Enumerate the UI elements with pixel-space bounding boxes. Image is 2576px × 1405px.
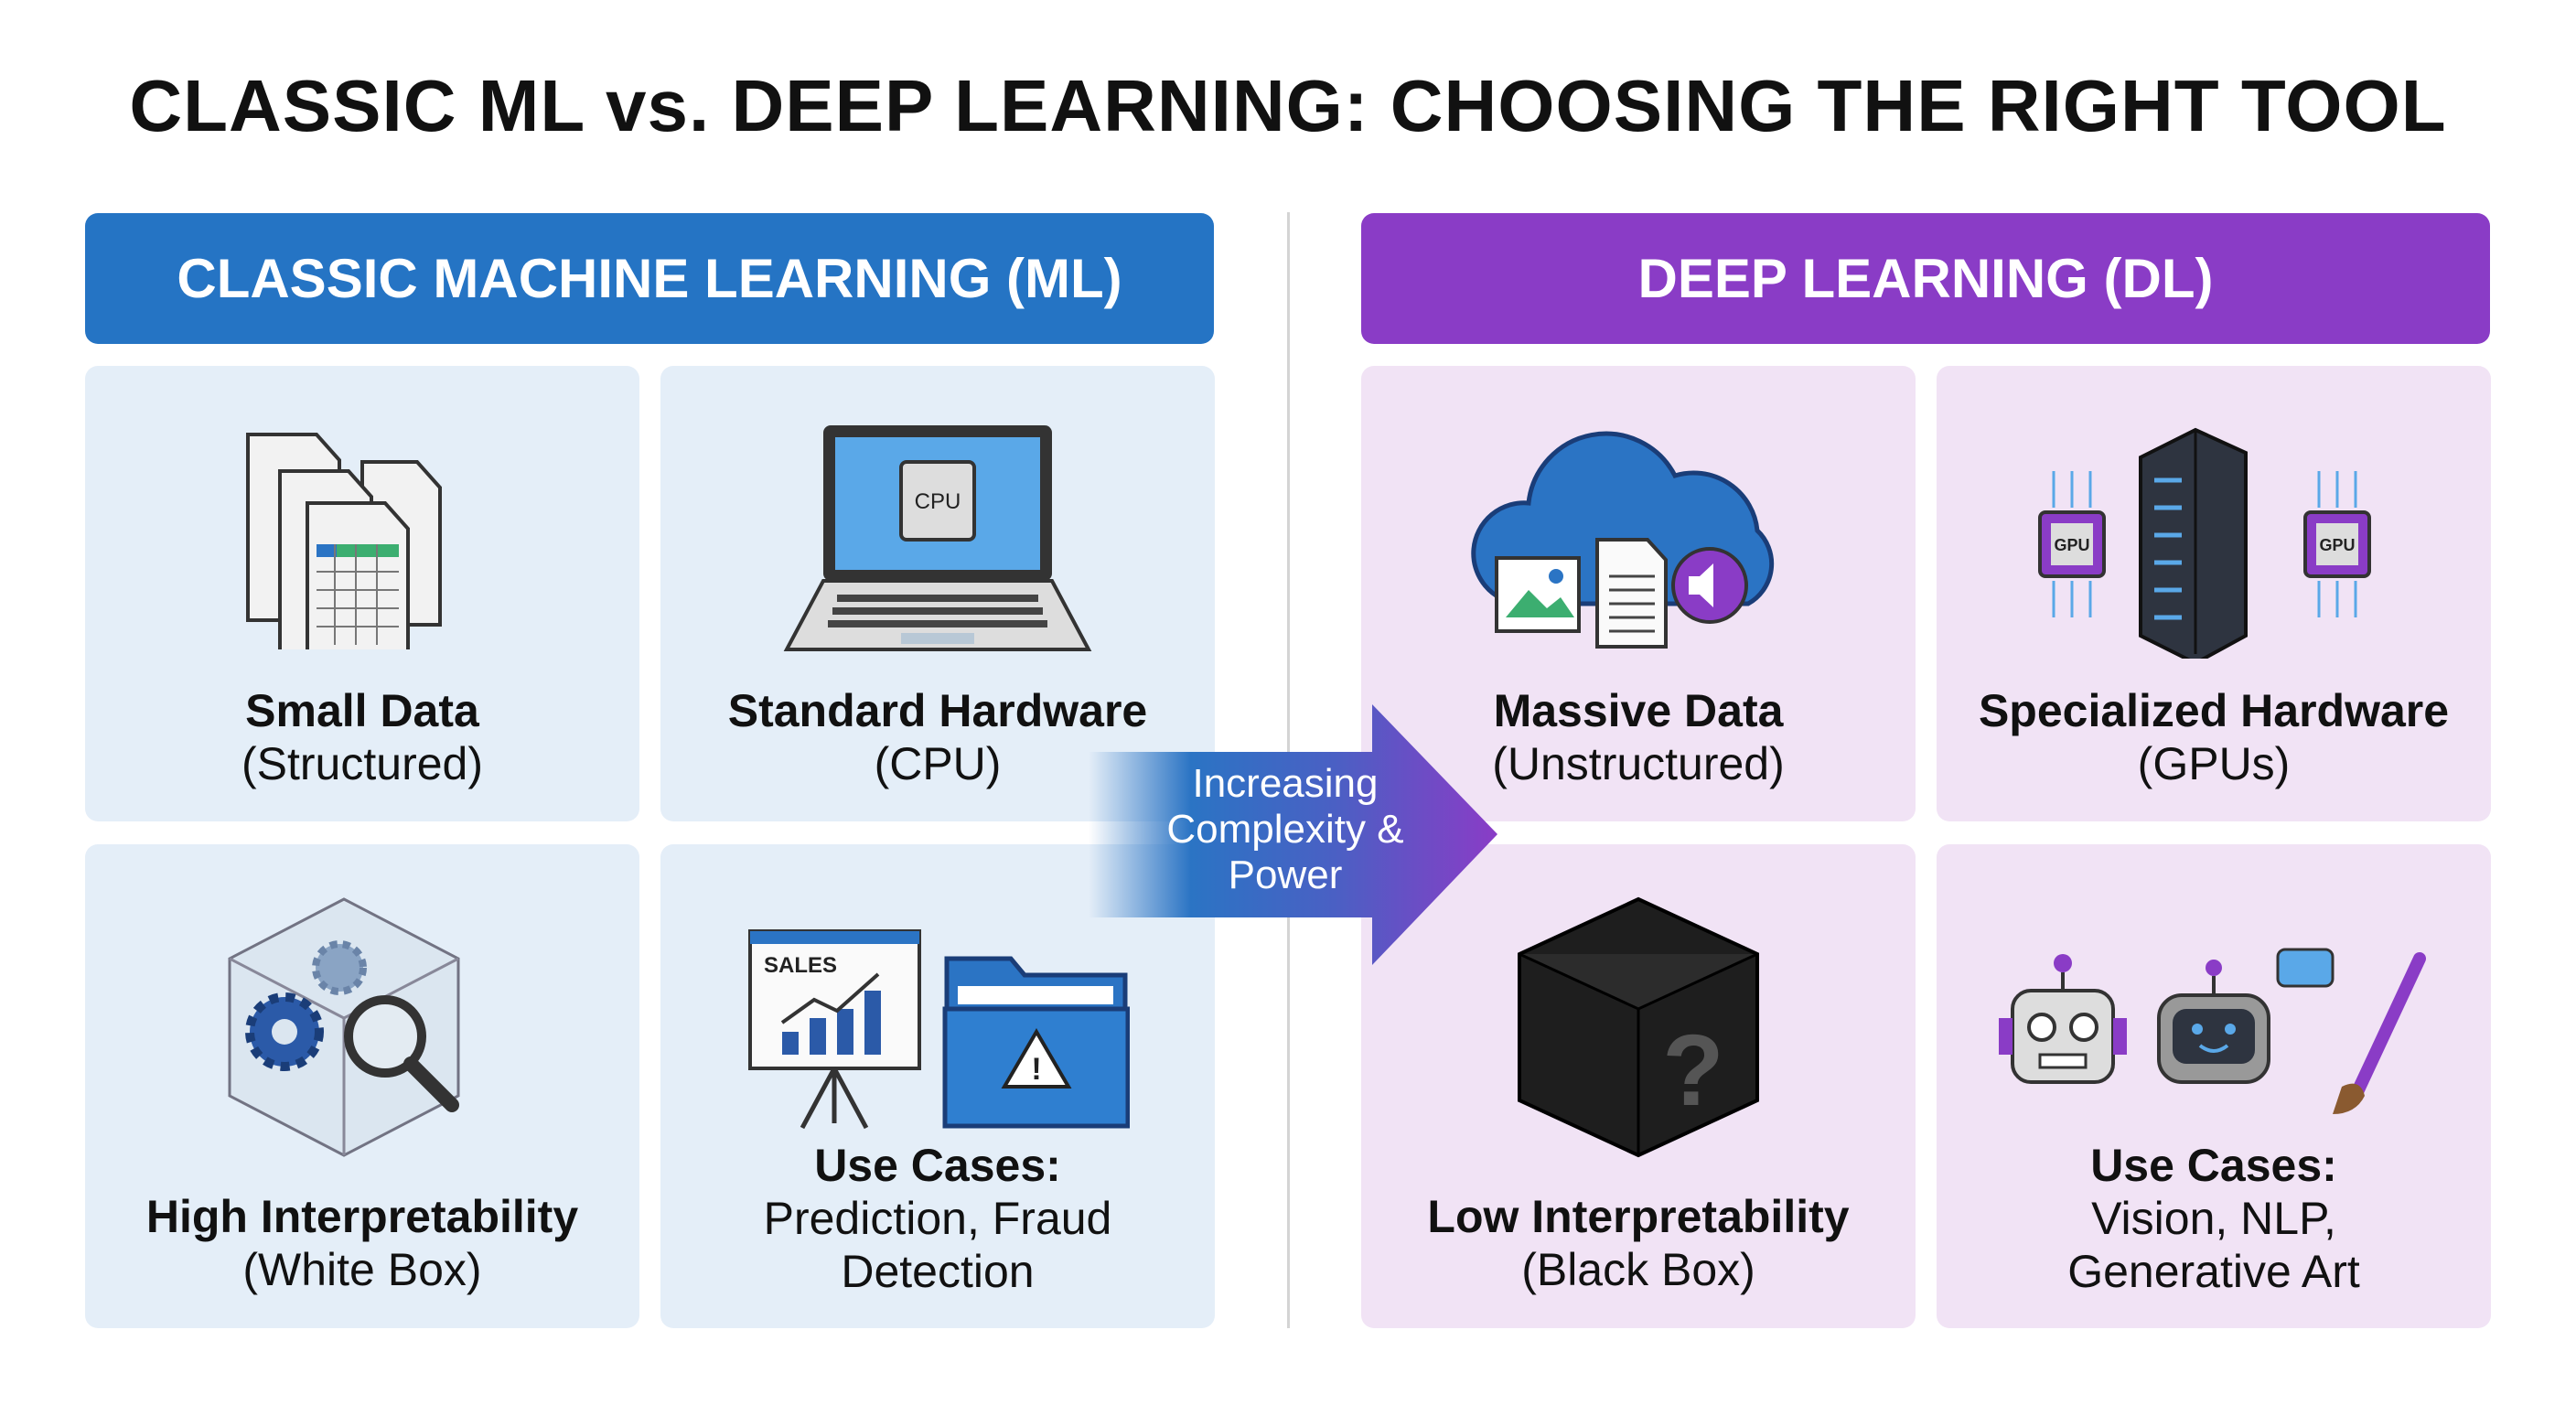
card-title: Use Cases: [2090,1140,2337,1191]
card-low-interpretability: ? Low Interpretability(Black Box) [1361,844,1916,1328]
robots-brush-icon [1937,890,2491,1164]
transparent-cube-gears-icon [85,890,639,1164]
svg-text:GPU: GPU [2319,536,2355,554]
card-title: Low Interpretability [1427,1191,1850,1242]
card-massive-data: Massive Data(Unstructured) [1361,366,1916,821]
card-subtitle: (White Box) [242,1244,482,1295]
card-title: Specialized Hardware [1978,685,2450,736]
card-subtitle: (Unstructured) [1492,738,1785,789]
cpu-chip-label: CPU [915,489,961,514]
laptop-cpu-icon: CPU [660,402,1215,677]
cloud-media-icon [1361,402,1916,677]
card-subtitle: Vision, NLP, Generative Art [2067,1193,2360,1297]
card-dl-use-cases: Use Cases:Vision, NLP, Generative Art [1937,844,2491,1328]
card-subtitle: Prediction, Fraud Detection [763,1193,1112,1297]
sales-chart-folder-icon: SALES ! [660,890,1215,1164]
card-title: Use Cases: [814,1140,1061,1191]
arrow-label: Increasing Complexity & Power [1166,761,1404,897]
card-title: Small Data [245,685,479,736]
card-title: High Interpretability [145,1191,579,1242]
sales-chart-label: SALES [764,953,837,978]
card-subtitle: (Structured) [242,738,483,789]
card-high-interpretability: High Interpretability(White Box) [85,844,639,1328]
card-standard-hardware: CPU Standard Hardware(CPU) [660,366,1215,821]
progression-arrow-icon [1089,704,1497,965]
card-specialized-hardware: GPU GPU Specialized Hardware(GPUs) [1937,366,2491,821]
gpu-chip-icon: GPU [2038,471,2106,617]
card-title: Standard Hardware [727,685,1148,736]
server-gpu-icon: GPU GPU [1937,402,2491,677]
spreadsheets-icon [85,402,639,677]
card-ml-use-cases: SALES ! Use Cases:Prediction, Fraud Dete… [660,844,1215,1328]
ml-header: CLASSIC MACHINE LEARNING (ML) [85,213,1214,344]
black-box-icon: ? [1361,890,1916,1164]
card-subtitle: (Black Box) [1521,1244,1755,1295]
card-subtitle: (GPUs) [2137,738,2291,789]
svg-text:?: ? [1662,1014,1723,1127]
card-subtitle: (CPU) [874,738,1002,789]
gpu-chip-label: GPU [2054,536,2089,554]
svg-text:!: ! [1031,1052,1041,1087]
card-small-data: Small Data(Structured) [85,366,639,821]
dl-header: DEEP LEARNING (DL) [1361,213,2490,344]
page-title: CLASSIC ML vs. DEEP LEARNING: CHOOSING T… [129,65,2447,146]
card-title: Massive Data [1493,685,1784,736]
